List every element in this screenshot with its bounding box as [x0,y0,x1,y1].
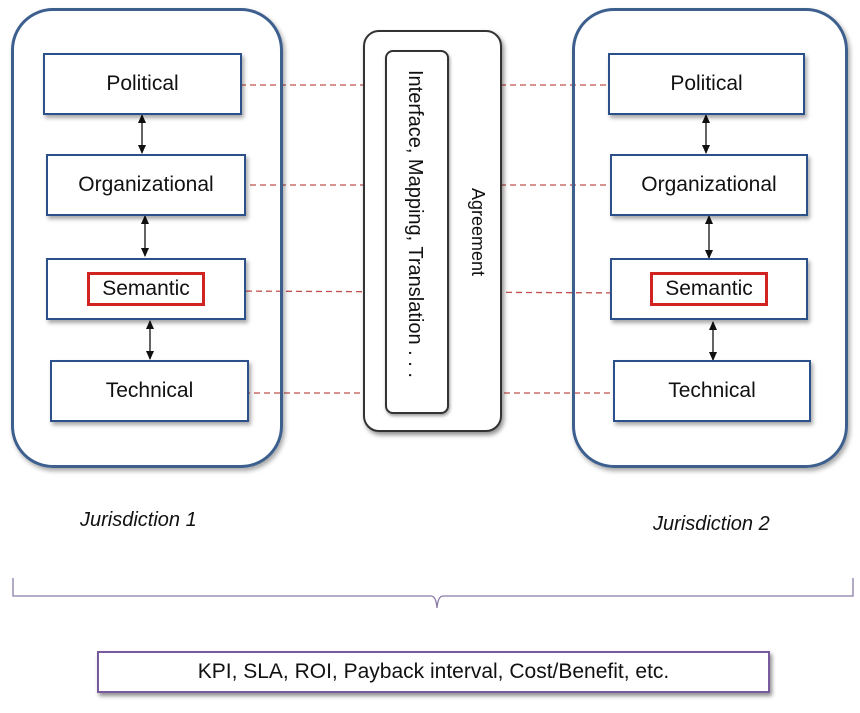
jurisdiction-1-label: Jurisdiction 1 [80,509,197,531]
metrics-summary-text: KPI, SLA, ROI, Payback interval, Cost/Be… [197,660,670,683]
j1-technical-box: Technical [50,360,249,422]
j2-organizational-label: Organizational [641,173,777,196]
j1-political-label: Political [106,72,179,95]
interface-mapping-label: Interface, Mapping, Translation . . . [404,70,426,378]
jurisdiction-1-frame [11,8,283,468]
grouping-brace [12,578,854,609]
agreement-label: Agreement [468,188,488,277]
metrics-summary-box: KPI, SLA, ROI, Payback interval, Cost/Be… [97,651,770,693]
j1-political-box: Political [43,53,242,115]
jurisdiction-2-frame [572,8,848,468]
j2-semantic-label: Semantic [650,272,768,306]
j2-organizational-box: Organizational [610,154,808,216]
j2-political-box: Political [608,53,805,115]
j1-organizational-box: Organizational [46,154,246,216]
j2-semantic-box: Semantic [610,258,808,320]
j2-political-label: Political [670,72,743,95]
j1-semantic-box: Semantic [46,258,246,320]
j1-technical-label: Technical [105,379,194,402]
j2-technical-box: Technical [613,360,811,422]
j1-organizational-label: Organizational [78,173,214,196]
jurisdiction-2-label: Jurisdiction 2 [653,513,770,535]
interface-frame [385,50,449,414]
j1-semantic-label: Semantic [87,272,205,306]
j2-technical-label: Technical [668,379,756,402]
